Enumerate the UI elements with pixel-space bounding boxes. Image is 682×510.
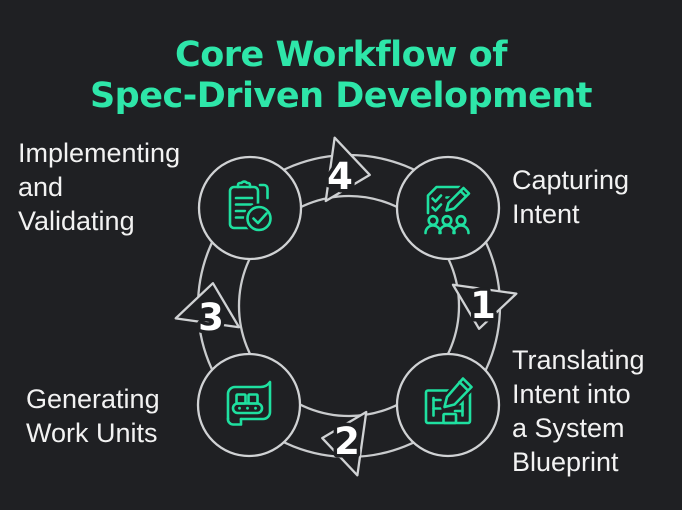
- arrow-step-3: [174, 282, 241, 329]
- step-number-3: 3: [198, 296, 224, 339]
- clipboard-check-icon: [228, 180, 274, 234]
- step-number-1: 1: [470, 284, 496, 327]
- document-checklist-people-icon: [424, 184, 473, 235]
- arrow-step-2: [321, 410, 368, 477]
- step-label-generating-work-units: Generating Work Units: [26, 384, 160, 448]
- arrow-step-1: [451, 283, 518, 330]
- step-label-translating-intent: Translating Intent into a System Bluepri…: [512, 345, 645, 477]
- step-label-implementing-and-validating: Implementing and Validating: [18, 138, 181, 236]
- blueprint-pencil-icon: [424, 375, 475, 425]
- step-circle-generating-work-units: [196, 352, 302, 458]
- page-title: Core Workflow of Spec-Driven Development: [89, 35, 593, 117]
- step-label-capturing-intent: Capturing Intent: [512, 165, 630, 229]
- arrow-step-4: [324, 136, 371, 203]
- cycle-ring-inner: [237, 194, 461, 418]
- step-number-4: 4: [327, 155, 353, 198]
- conveyor-belt-scroll-icon: [226, 380, 272, 426]
- step-number-2: 2: [334, 420, 360, 463]
